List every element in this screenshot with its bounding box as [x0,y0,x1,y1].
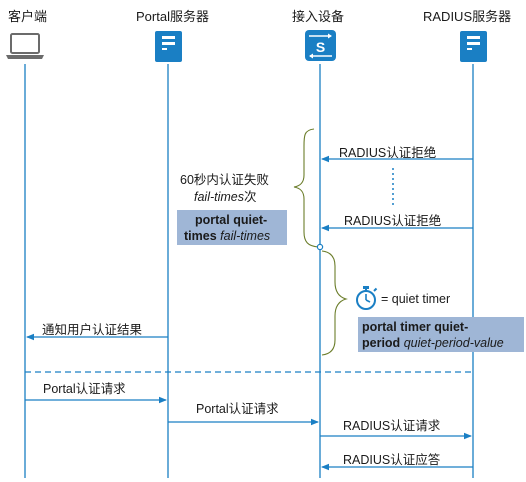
fail-note-line1: 60秒内认证失败 [180,173,269,187]
brace-quiet-period [321,250,348,356]
label-notify-result: 通知用户认证结果 [42,323,143,337]
label-radius-response: RADIUS认证应答 [343,453,441,467]
fail-note-times-param: fail-times [194,190,245,204]
server-icon-radius [460,31,487,62]
cmd-quiet-period-param: quiet-period-value [403,336,504,350]
svg-text:S: S [316,39,325,55]
participant-access-device: 接入设备 [292,9,345,24]
command-box-quiet-period: portal timer quiet- period quiet-period-… [358,317,524,352]
cmd-quiet-period-line2: period [362,336,401,350]
participant-radius-server: RADIUS服务器 [423,9,512,24]
cmd-quiet-times-line1: portal quiet- [195,213,268,227]
quiet-start-marker [316,243,324,251]
fail-note-line2: fail-times次 [194,186,257,205]
server-icon [155,31,182,62]
label-quiet-timer: = quiet timer [381,292,451,306]
laptop-icon [6,33,44,59]
cmd-quiet-period-line1: portal timer quiet- [362,320,469,334]
label-portal-request-server: Portal认证请求 [196,402,279,416]
label-portal-request-client: Portal认证请求 [43,382,126,396]
switch-icon: S [305,30,336,61]
participant-portal-server: Portal服务器 [136,9,209,24]
label-radius-request: RADIUS认证请求 [343,419,441,433]
cmd-quiet-times-line2: times [184,229,217,243]
label-radius-reject-1: RADIUS认证拒绝 [339,146,437,160]
stopwatch-icon [356,286,378,310]
brace-fail-times [293,128,319,248]
cmd-quiet-times-param: fail-times [220,229,271,243]
participant-client: 客户端 [8,9,48,24]
command-box-quiet-times: portal quiet- times fail-times [177,210,287,245]
fail-note-suffix: 次 [244,190,257,204]
label-radius-reject-2: RADIUS认证拒绝 [344,214,442,228]
